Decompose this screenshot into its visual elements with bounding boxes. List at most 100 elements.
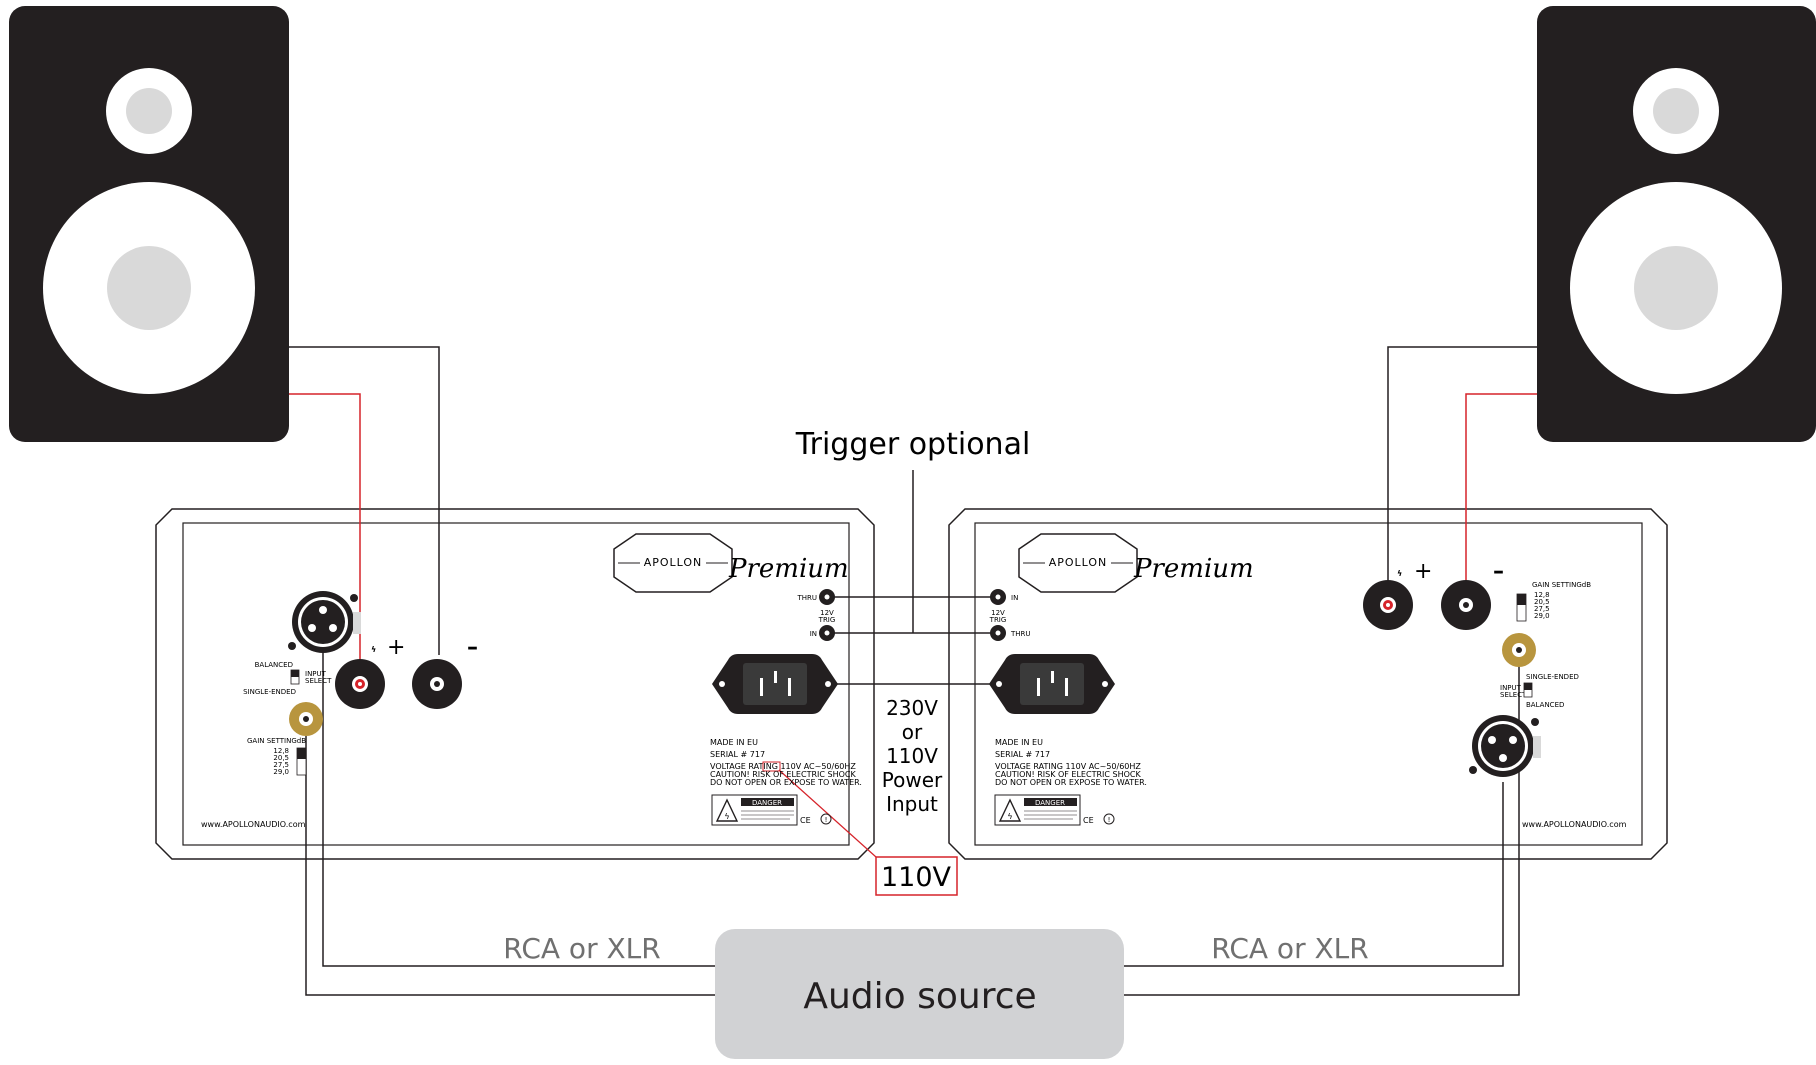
socket-pin [1051, 671, 1054, 683]
info-icon [1103, 813, 1115, 825]
power-input-line-4: Power [882, 768, 943, 792]
left-speaker-black-cable [289, 346, 440, 655]
warning-icon [715, 798, 739, 822]
xlr-pin [1509, 736, 1517, 744]
right-tweeter-dome [1653, 88, 1699, 134]
left-apollon-badge [613, 533, 733, 593]
left-ce-mark: CE [800, 816, 811, 825]
socket-pin [760, 678, 763, 696]
terminal-pin [358, 682, 362, 686]
xlr-core [1481, 724, 1525, 768]
left-website: www.APOLLONAUDIO.com [201, 820, 306, 829]
jack-pin [995, 594, 1001, 600]
rca-or-xlr-left-label: RCA or XLR [503, 932, 660, 965]
jack-pin [824, 630, 830, 636]
right-apollon-badge [1018, 533, 1138, 593]
right-gain-value-3: 27,5 [1534, 605, 1550, 613]
left-speaker-red-cable [289, 393, 361, 684]
right-gain-setting-label: GAIN SETTINGdB [1532, 581, 1591, 589]
danger-header-bar [741, 798, 794, 806]
right-gain-value-2: 20,5 [1534, 598, 1550, 606]
danger-header-bar [1024, 798, 1077, 806]
right-model-label: Premium [1133, 554, 1254, 584]
right-thru-label: THRU [1010, 630, 1031, 638]
left-trig-label-2: TRIG [818, 616, 836, 624]
socket-screw [825, 681, 831, 687]
right-speaker-red-cable [1465, 393, 1537, 605]
terminal-pin [1386, 603, 1390, 607]
power-input-line-1: 230V [886, 696, 938, 720]
right-woofer-dome [1634, 246, 1718, 330]
left-single-ended-label: SINGLE-ENDED [243, 688, 296, 696]
terminal-core [434, 681, 440, 687]
right-serial: SERIAL # 717 [995, 750, 1050, 759]
right-website: www.APOLLONAUDIO.com [1522, 820, 1627, 829]
right-minus-label: – [1493, 559, 1504, 584]
socket-pin [788, 678, 791, 696]
right-speaker-black-cable [1387, 346, 1537, 605]
info-icon [820, 813, 832, 825]
right-ce-mark: CE [1083, 816, 1094, 825]
xlr-pin [1499, 754, 1507, 762]
xlr-latch [353, 612, 361, 634]
xlr-pin [329, 624, 337, 632]
left-input-label-1: INPUT [305, 670, 327, 678]
bolt-icon: ϟ [1397, 569, 1402, 578]
left-minus-label: – [467, 635, 478, 660]
left-gain-setting-label: GAIN SETTINGdB [247, 737, 306, 745]
xlr-pin [1488, 736, 1496, 744]
xlr-core [301, 600, 345, 644]
right-gain-value-4: 29,0 [1534, 612, 1550, 620]
left-model-label: Premium [728, 554, 849, 584]
right-input-label-2: SELECT [1500, 691, 1527, 699]
switch-lever [1517, 594, 1526, 605]
right-rca-cable [1124, 664, 1520, 996]
left-danger-text: DANGER [752, 799, 782, 807]
right-single-ended-label: SINGLE-ENDED [1526, 673, 1579, 681]
switch-lever [291, 670, 299, 677]
left-gain-value-4: 29,0 [273, 768, 289, 776]
warning-bolt: ϟ [1007, 812, 1012, 821]
voltage-callout-box [875, 856, 958, 896]
xlr-pin [308, 624, 316, 632]
socket-screw [996, 681, 1002, 687]
right-made-in: MADE IN EU [995, 738, 1043, 747]
left-gain-value-3: 27,5 [273, 761, 289, 769]
warning-icon [998, 798, 1022, 822]
left-voltage-highlight [762, 761, 781, 772]
left-tweeter-dome [126, 88, 172, 134]
audio-source-label: Audio source [803, 976, 1036, 1017]
left-balanced-label: BALANCED [255, 661, 293, 669]
xlr-screw [350, 594, 358, 602]
right-amp-details: APOLLON Premium IN 12V TRIG THRU MADE IN… [989, 533, 1627, 829]
left-xlr-cable [322, 652, 715, 967]
right-brand-label: APOLLON [1049, 556, 1108, 569]
left-in-label: IN [810, 630, 817, 638]
xlr-pin [319, 606, 327, 614]
right-gain-value-1: 12,8 [1534, 591, 1550, 599]
jack-pin [824, 594, 830, 600]
bolt-icon: ϟ [371, 645, 376, 654]
voltage-callout-text: 110V [881, 862, 952, 893]
jack-pin [995, 630, 1001, 636]
right-xlr-cable [1124, 782, 1504, 967]
left-caution: CAUTION! RISK OF ELECTRIC SHOCK [710, 770, 856, 779]
rca-pin [1516, 647, 1522, 653]
left-input-label-2: SELECT [305, 677, 332, 685]
left-plus-label: + [387, 635, 405, 660]
info-icon-mark: ! [1108, 816, 1111, 824]
right-trig-label-2: TRIG [989, 616, 1007, 624]
left-speaker [9, 6, 289, 442]
right-do-not-open: DO NOT OPEN OR EXPOSE TO WATER. [995, 778, 1147, 787]
left-serial: SERIAL # 717 [710, 750, 765, 759]
socket-screw [719, 681, 725, 687]
switch-lever [1524, 683, 1532, 690]
xlr-screw [1469, 766, 1477, 774]
terminal-core [1463, 602, 1469, 608]
power-input-line-3: 110V [886, 744, 938, 768]
left-rca-cable [305, 736, 715, 996]
right-in-label: IN [1011, 594, 1018, 602]
right-speaker [1537, 6, 1816, 442]
